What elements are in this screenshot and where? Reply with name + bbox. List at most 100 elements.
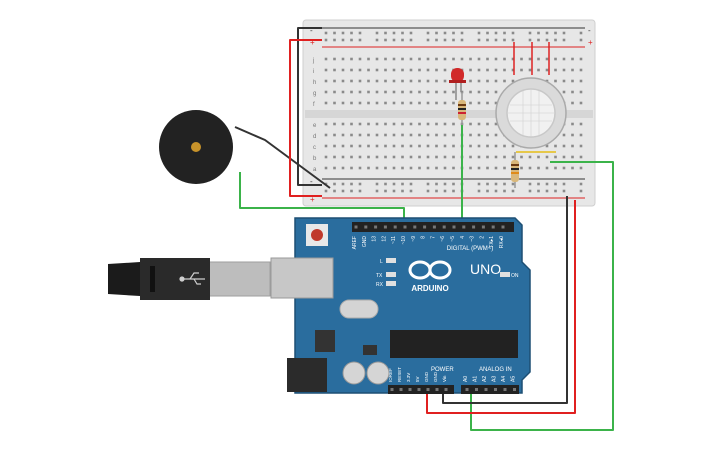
- gas-sensor[interactable]: [495, 42, 567, 153]
- breadboard-hole: [409, 90, 413, 94]
- breadboard-hole: [367, 166, 370, 170]
- breadboard-hole: [341, 166, 345, 170]
- power-pin-socket[interactable]: [417, 388, 421, 391]
- breadboard-hole: [443, 90, 447, 94]
- power-pin-socket[interactable]: [408, 388, 412, 391]
- rail-hole: [545, 189, 549, 193]
- digital-pin-socket[interactable]: [462, 225, 466, 229]
- breadboard-hole: [562, 155, 566, 159]
- digital-pin-socket[interactable]: [364, 225, 368, 229]
- breadboard-hole: [409, 79, 413, 83]
- breadboard-hole: [341, 144, 345, 148]
- analog-pin-socket[interactable]: [494, 388, 497, 391]
- rail-hole: [511, 189, 515, 193]
- arduino-uno-board[interactable]: ARDUINO UNO DIGITAL (PWM~) POWER ANALOG …: [270, 217, 531, 394]
- rail-hole: [554, 38, 557, 42]
- digital-pin-socket[interactable]: [393, 225, 397, 229]
- digital-pin-socket[interactable]: [442, 225, 446, 229]
- analog-pin-socket[interactable]: [465, 388, 469, 391]
- breadboard-hole: [375, 144, 379, 148]
- rail-plus-label: +: [310, 38, 315, 47]
- ground-wire[interactable]: [442, 196, 568, 404]
- rail-hole: [435, 182, 438, 186]
- usb-cable[interactable]: [108, 258, 271, 300]
- rail-ground-link-wire[interactable]: [297, 27, 322, 186]
- digital-pin-socket[interactable]: [423, 225, 427, 229]
- breadboard-hole: [545, 155, 549, 159]
- analog-pin-label: A0: [463, 376, 469, 382]
- breadboard-hole: [367, 122, 370, 126]
- rail-hole: [486, 38, 489, 42]
- led-rx-label: RX: [376, 282, 384, 288]
- power-pin-socket[interactable]: [399, 388, 403, 391]
- row-letter-e: e: [313, 123, 317, 129]
- digital-pin-socket[interactable]: [403, 225, 407, 229]
- rail-power-link-wire[interactable]: [289, 39, 322, 197]
- piezo-buzzer[interactable]: [159, 110, 233, 184]
- digital-pin-socket[interactable]: [501, 225, 505, 229]
- power-header[interactable]: [388, 385, 454, 394]
- breadboard-hole: [350, 155, 353, 159]
- digital-pin-socket[interactable]: [491, 225, 495, 229]
- breadboard-hole: [367, 101, 370, 105]
- breadboard-hole: [503, 144, 506, 148]
- breadboard-hole: [469, 68, 472, 72]
- rail-hole: [477, 182, 481, 186]
- breadboard-hole: [426, 133, 430, 137]
- analog-header[interactable]: [461, 385, 519, 394]
- digital-pin-socket[interactable]: [374, 225, 378, 229]
- sensor-analog-wire[interactable]: [470, 161, 614, 431]
- breadboard-hole: [469, 133, 472, 137]
- breadboard-hole: [469, 155, 472, 159]
- digital-pin-socket[interactable]: [472, 225, 476, 229]
- rail-hole: [435, 189, 438, 193]
- breadboard-hole: [435, 57, 438, 61]
- breadboard-hole: [520, 57, 523, 61]
- rail-hole: [392, 31, 396, 35]
- breadboard-hole: [409, 122, 413, 126]
- breadboard-hole: [426, 57, 430, 61]
- red-led[interactable]: [449, 68, 466, 100]
- breadboard-hole: [571, 144, 574, 148]
- buzzer-signal-wire[interactable]: [239, 172, 405, 224]
- rail-hole: [443, 31, 447, 35]
- rail-hole: [537, 38, 540, 42]
- analog-pin-socket[interactable]: [503, 388, 507, 391]
- digital-pin-socket[interactable]: [354, 225, 358, 229]
- capacitor-2: [366, 361, 390, 385]
- power-pin-socket[interactable]: [435, 388, 439, 391]
- row-letter-j: j: [312, 58, 314, 64]
- digital-pin-socket[interactable]: [383, 225, 387, 229]
- buzzer-ground-wire[interactable]: [234, 126, 331, 189]
- breadboard-hole: [494, 144, 498, 148]
- power-pin-socket[interactable]: [390, 388, 394, 391]
- led-resistor[interactable]: [458, 92, 466, 125]
- breadboard-hole: [392, 166, 396, 170]
- breadboard-hole: [511, 57, 515, 61]
- rail-hole: [409, 31, 413, 35]
- breadboard-hole: [503, 79, 506, 83]
- digital-pin-label: ~10: [401, 236, 407, 245]
- power-pin-socket[interactable]: [444, 388, 448, 391]
- analog-pin-socket[interactable]: [513, 388, 516, 391]
- rail-hole: [384, 189, 387, 193]
- digital-pin-socket[interactable]: [413, 225, 417, 229]
- breadboard-hole: [384, 144, 387, 148]
- power-pin-socket[interactable]: [426, 388, 430, 391]
- digital-pin-socket[interactable]: [432, 225, 436, 229]
- digital-pin-socket[interactable]: [452, 225, 456, 229]
- digital-pin-label: TX▸1: [489, 236, 495, 248]
- power-wire[interactable]: [426, 200, 576, 414]
- rail-hole: [350, 182, 353, 186]
- analog-pin-socket[interactable]: [475, 388, 478, 391]
- row-letter-i: i: [313, 69, 314, 75]
- digital-pin-socket[interactable]: [481, 225, 485, 229]
- digital-pin-label: ~9: [411, 236, 417, 242]
- breadboard-hole: [392, 90, 396, 94]
- sensor-resistor[interactable]: [511, 152, 519, 188]
- breadboard-hole: [333, 144, 336, 148]
- rail-hole: [486, 31, 489, 35]
- analog-pin-socket[interactable]: [484, 388, 488, 391]
- rail-hole: [426, 189, 430, 193]
